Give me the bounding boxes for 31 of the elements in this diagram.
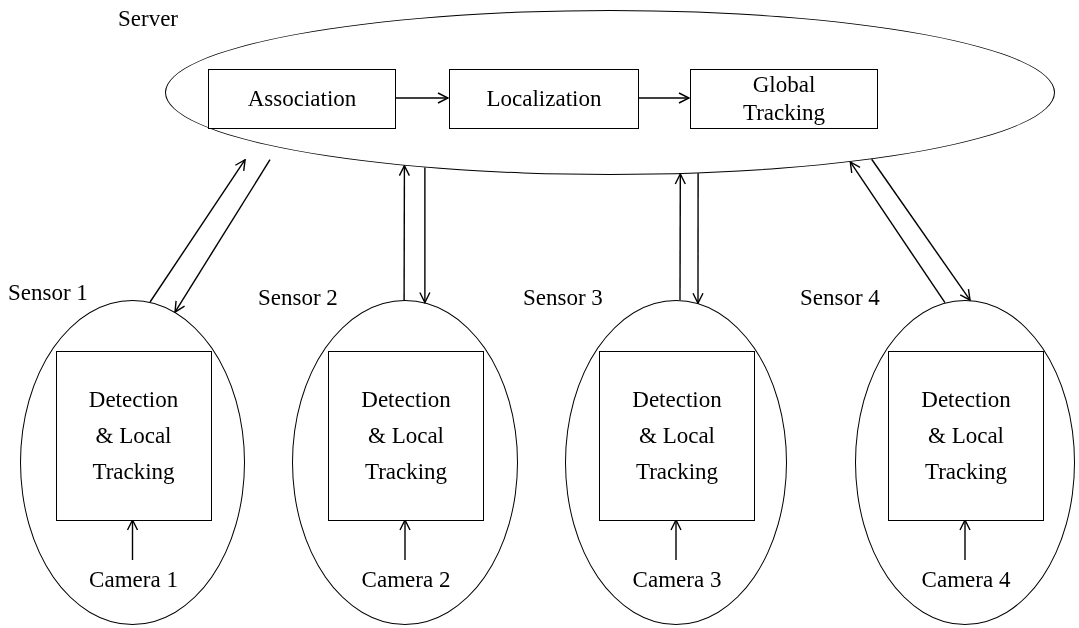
process-box: Association (208, 69, 396, 129)
arrow (849, 161, 946, 304)
group-heading: Server (118, 6, 179, 32)
group-heading: Sensor 3 (523, 285, 603, 311)
process-box: Detection & Local Tracking (599, 351, 755, 521)
arrow (149, 159, 246, 303)
group-heading: Sensor 2 (258, 285, 338, 311)
arrow (398, 164, 411, 301)
input-label: Camera 4 (906, 561, 1026, 599)
arrow (399, 519, 411, 561)
arrow (674, 173, 686, 301)
process-box: Detection & Local Tracking (888, 351, 1044, 521)
arrow (637, 92, 690, 104)
arrow (174, 159, 271, 313)
input-label: Camera 1 (73, 561, 194, 599)
arrow (870, 158, 971, 301)
arrow (126, 519, 139, 561)
arrow (670, 519, 682, 561)
component-ellipse (20, 300, 245, 625)
arrow (692, 172, 704, 304)
arrow (959, 519, 971, 561)
arrow (419, 166, 431, 304)
process-box: Detection & Local Tracking (55, 351, 212, 521)
process-box: Detection & Local Tracking (328, 351, 484, 521)
group-heading: Sensor 1 (8, 280, 88, 306)
process-box: Localization (449, 69, 639, 129)
arrow (394, 92, 449, 104)
process-box: Global Tracking (690, 69, 878, 129)
input-label: Camera 2 (346, 561, 466, 599)
group-heading: Sensor 4 (800, 285, 880, 311)
input-label: Camera 3 (617, 561, 737, 599)
